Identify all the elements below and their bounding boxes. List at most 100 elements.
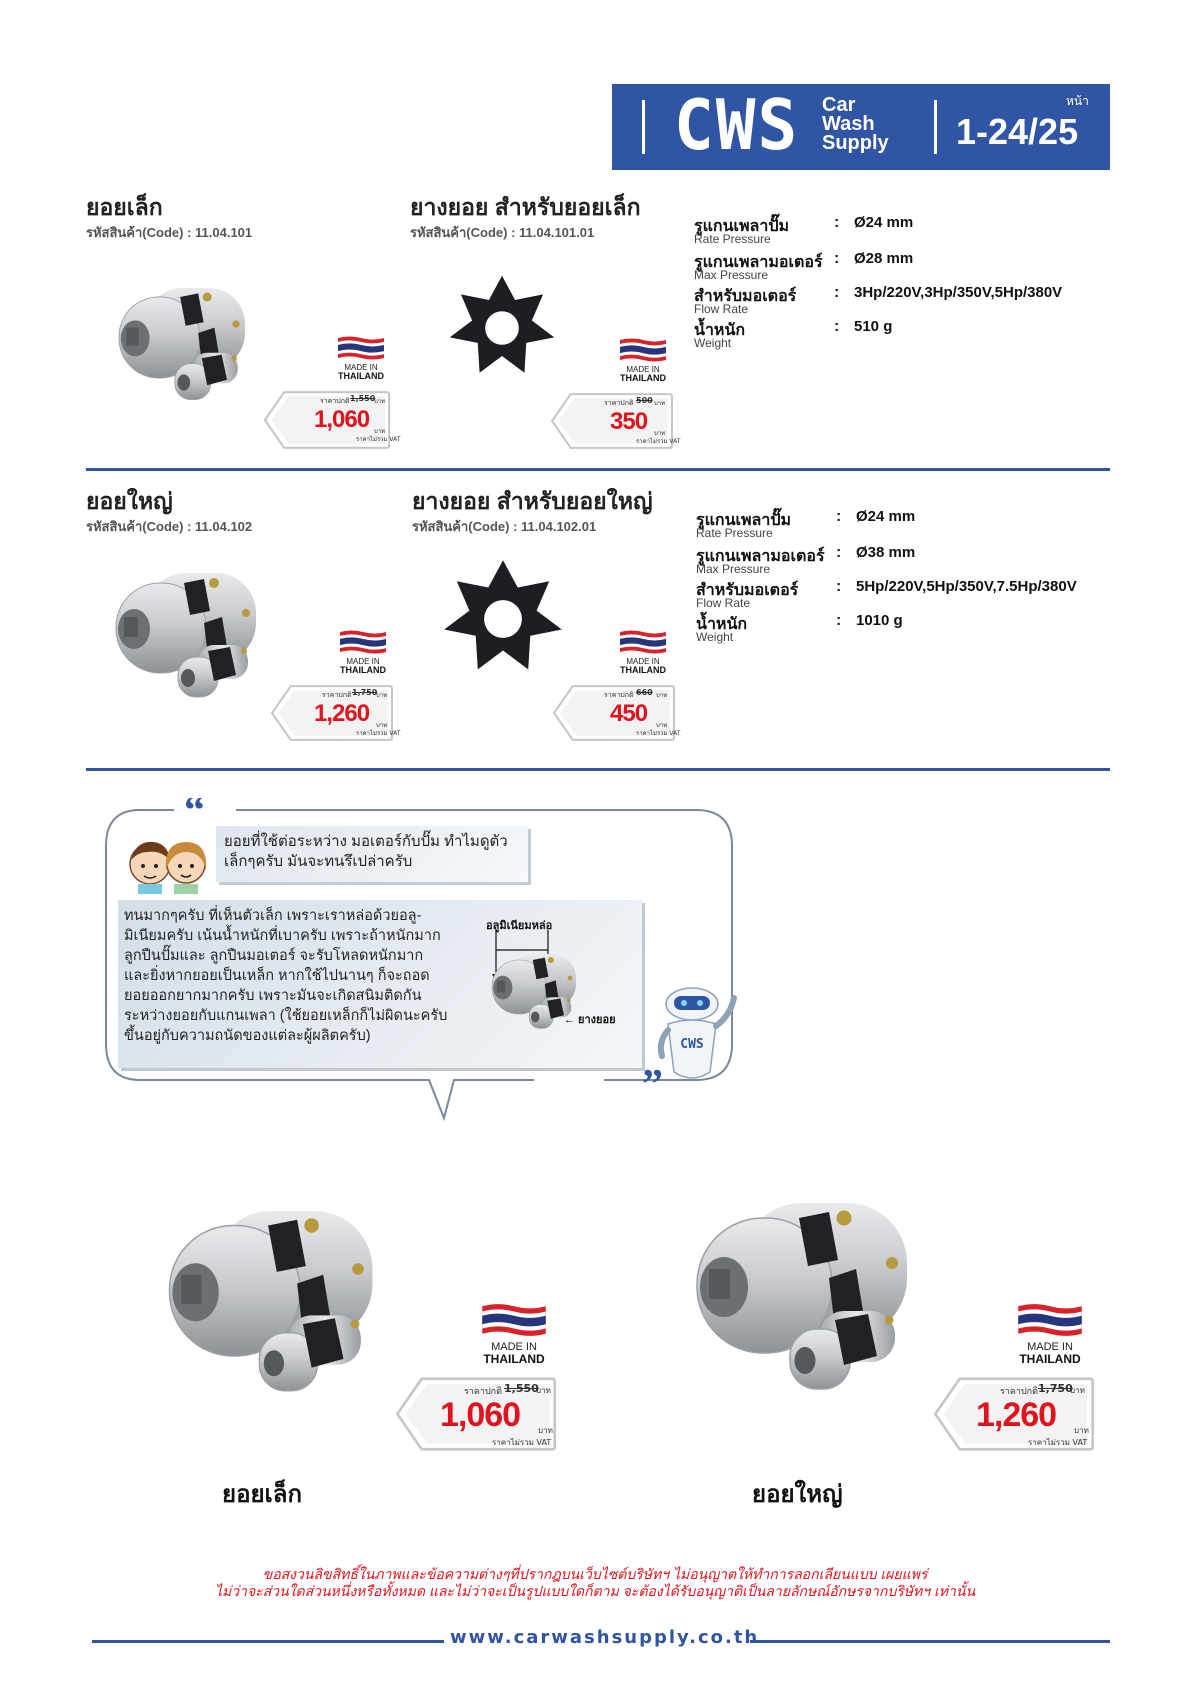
spec-label: รูแกนเพลามอเตอร์ <box>694 254 823 271</box>
coupling-large-large-image <box>652 1168 952 1418</box>
made-in-badge: MADE IN THAILAND <box>614 366 672 383</box>
spec-table: รูแกนเพลาปั๊ม Rate Pressure : Ø24 mm รูแ… <box>694 214 1114 354</box>
sale-price: 450 <box>610 700 648 727</box>
spec-sublabel: Weight <box>694 336 732 350</box>
thai-flag-icon <box>620 336 666 364</box>
product-caption: ยอยเล็ก <box>222 1481 302 1508</box>
product-title: ยางยอย สำหรับยอยใหญ่ <box>412 488 653 514</box>
price-tag: MADE IN THAILAND ราคาปกติ 1,750 บาท 1,26… <box>930 1302 1100 1452</box>
spec-sublabel: Rate Pressure <box>696 526 773 540</box>
svg-text:“: “ <box>184 798 205 834</box>
brand-line-2: Wash <box>822 113 875 135</box>
brand-tagline: Car Wash Supply <box>822 94 889 154</box>
made-in-badge: MADE IN THAILAND <box>472 1342 556 1366</box>
normal-price-label: ราคาปกติ <box>320 397 350 405</box>
brand-logo: CWS <box>674 85 800 166</box>
spec-row: สำหรับมอเตอร์ Flow Rate : 5Hp/220V,5Hp/3… <box>696 578 1116 614</box>
old-price: 1,750 <box>1038 1382 1073 1395</box>
page-number: 1-24/25 <box>956 111 1079 152</box>
spec-colon: : <box>834 250 840 267</box>
product-code: รหัสสินค้า(Code) : 11.04.101 <box>86 225 253 240</box>
price-tag: MADE IN THAILAND ราคาปกติ 1,550 บาท 1,06… <box>262 334 400 450</box>
currency-label: บาท <box>1074 1426 1089 1435</box>
header-divider <box>642 100 645 154</box>
spec-sublabel: Max Pressure <box>696 562 771 576</box>
question-line: เล็กๆครับ มันจะทนรึเปล่าครับ <box>224 853 413 870</box>
currency-label: บาท <box>376 692 388 699</box>
copyright-disclaimer: ขอสงวนลิขสิทธิ์ในภาพและข้อความต่างๆที่ปร… <box>0 1566 1190 1600</box>
disclaimer-line: ไม่ว่าจะส่วนใดส่วนหนึ่งหรือทั้งหมด และไม… <box>214 1583 976 1599</box>
aluminium-label: อลูมิเนียมหล่อ <box>486 920 553 932</box>
spec-value: 510 g <box>854 318 893 335</box>
thai-flag-icon <box>338 334 384 362</box>
spec-row: รูแกนเพลามอเตอร์ Max Pressure : Ø38 mm <box>696 544 1116 580</box>
brand-line-1: Car <box>822 94 856 116</box>
made-in-text: MADE IN <box>626 657 660 666</box>
thai-flag-icon <box>1018 1302 1082 1338</box>
spec-label: รูแกนเพลาปั๊ม <box>696 512 792 529</box>
answer-line: ยอยออกยากมากครับ เพราะมันจะเกิดสนิมติดกั… <box>124 988 422 1004</box>
answer-line: ขึ้นอยู่กับความถนัดของแต่ละผู้ผลิตครับ) <box>124 1028 371 1044</box>
made-in-text: MADE IN <box>626 365 660 374</box>
currency-label: บาท <box>538 1426 553 1435</box>
spec-colon: : <box>834 284 840 301</box>
spec-sublabel: Rate Pressure <box>694 232 771 246</box>
product-code: รหัสสินค้า(Code) : 11.04.101.01 <box>410 225 595 240</box>
currency-label: บาท <box>654 430 666 437</box>
price-tag: MADE IN THAILAND ราคาปกติ 500 บาท 350 บา… <box>550 336 680 452</box>
coupling-small-image <box>92 262 272 422</box>
spec-colon: : <box>834 318 840 335</box>
footer-website-link[interactable]: www.carwashsupply.co.th <box>450 1627 760 1648</box>
disclaimer-line: ขอสงวนลิขสิทธิ์ในภาพและข้อความต่างๆที่ปร… <box>262 1566 928 1582</box>
currency-label: บาท <box>536 1386 551 1395</box>
spec-sublabel: Weight <box>696 630 734 644</box>
brand-header: CWS Car Wash Supply หน้า 1-24/25 <box>612 84 1110 170</box>
currency-label: บาท <box>376 722 388 729</box>
product-title: ยอยเล็ก <box>86 194 163 220</box>
sale-price: 1,060 <box>440 1396 521 1434</box>
vat-note: ราคาไม่รวม VAT <box>636 730 681 737</box>
price-tag: MADE IN THAILAND ราคาปกติ 660 บาท 450 บา… <box>552 628 682 744</box>
brand-line-3: Supply <box>822 132 889 154</box>
rubber-spider-image <box>440 556 566 682</box>
spec-row: รูแกนเพลาปั๊ม Rate Pressure : Ø24 mm <box>696 508 1116 544</box>
spec-row: สำหรับมอเตอร์ Flow Rate : 3Hp/220V,3Hp/3… <box>694 284 1114 320</box>
spec-row: รูแกนเพลามอเตอร์ Max Pressure : Ø28 mm <box>694 250 1114 286</box>
spec-row: รูแกนเพลาปั๊ม Rate Pressure : Ø24 mm <box>694 214 1114 250</box>
coupling-large-image <box>86 548 286 718</box>
answer-line: ระหว่างยอยกับแกนเพลา (ใช้ยอยเหล็กก็ไม่ผิ… <box>124 1008 448 1024</box>
question-bubble: ยอยที่ใช้ต่อระหว่าง มอเตอร์กับปั๊ม ทำไมด… <box>216 826 528 882</box>
spec-colon: : <box>836 544 842 561</box>
currency-label: บาท <box>656 722 668 729</box>
vat-note: ราคาไม่รวม VAT <box>356 730 401 737</box>
old-price: 660 <box>636 688 653 697</box>
svg-text:”: ” <box>642 1062 663 1108</box>
spec-sublabel: Max Pressure <box>694 268 769 282</box>
question-line: ยอยที่ใช้ต่อระหว่าง มอเตอร์กับปั๊ม ทำไมด… <box>224 833 508 850</box>
old-price: 1,550 <box>350 394 376 403</box>
product-caption: ยอยใหญ่ <box>752 1481 843 1508</box>
header-divider <box>934 100 937 154</box>
kids-avatar-icon <box>129 841 207 894</box>
section-divider <box>86 468 1110 471</box>
spec-colon: : <box>836 578 842 595</box>
made-in-badge: MADE IN THAILAND <box>614 658 672 675</box>
spec-sublabel: Flow Rate <box>696 596 751 610</box>
spec-value: Ø28 mm <box>854 250 914 267</box>
old-price: 500 <box>636 396 653 405</box>
made-in-country: THAILAND <box>483 1352 545 1366</box>
spec-colon: : <box>836 612 842 629</box>
product-title: ยางยอย สำหรับยอยเล็ก <box>410 194 641 220</box>
old-price: 1,750 <box>352 688 378 697</box>
made-in-country: THAILAND <box>1019 1352 1081 1366</box>
spec-label: รูแกนเพลาปั๊ม <box>694 218 790 235</box>
thai-flag-icon <box>620 628 666 656</box>
answer-text: ทนมากๆครับ ที่เห็นตัวเล็ก เพราะเราหล่อด้… <box>124 906 474 1046</box>
section-divider <box>86 768 1110 771</box>
currency-label: บาท <box>1070 1386 1085 1395</box>
spec-value: 5Hp/220V,5Hp/350V,7.5Hp/380V <box>856 578 1077 595</box>
spec-value: 3Hp/220V,3Hp/350V,5Hp/380V <box>854 284 1063 301</box>
sale-price: 1,060 <box>314 406 370 433</box>
spec-row: น้ำหนัก Weight : 1010 g <box>696 612 1116 648</box>
rubber-spider-image <box>446 272 558 384</box>
